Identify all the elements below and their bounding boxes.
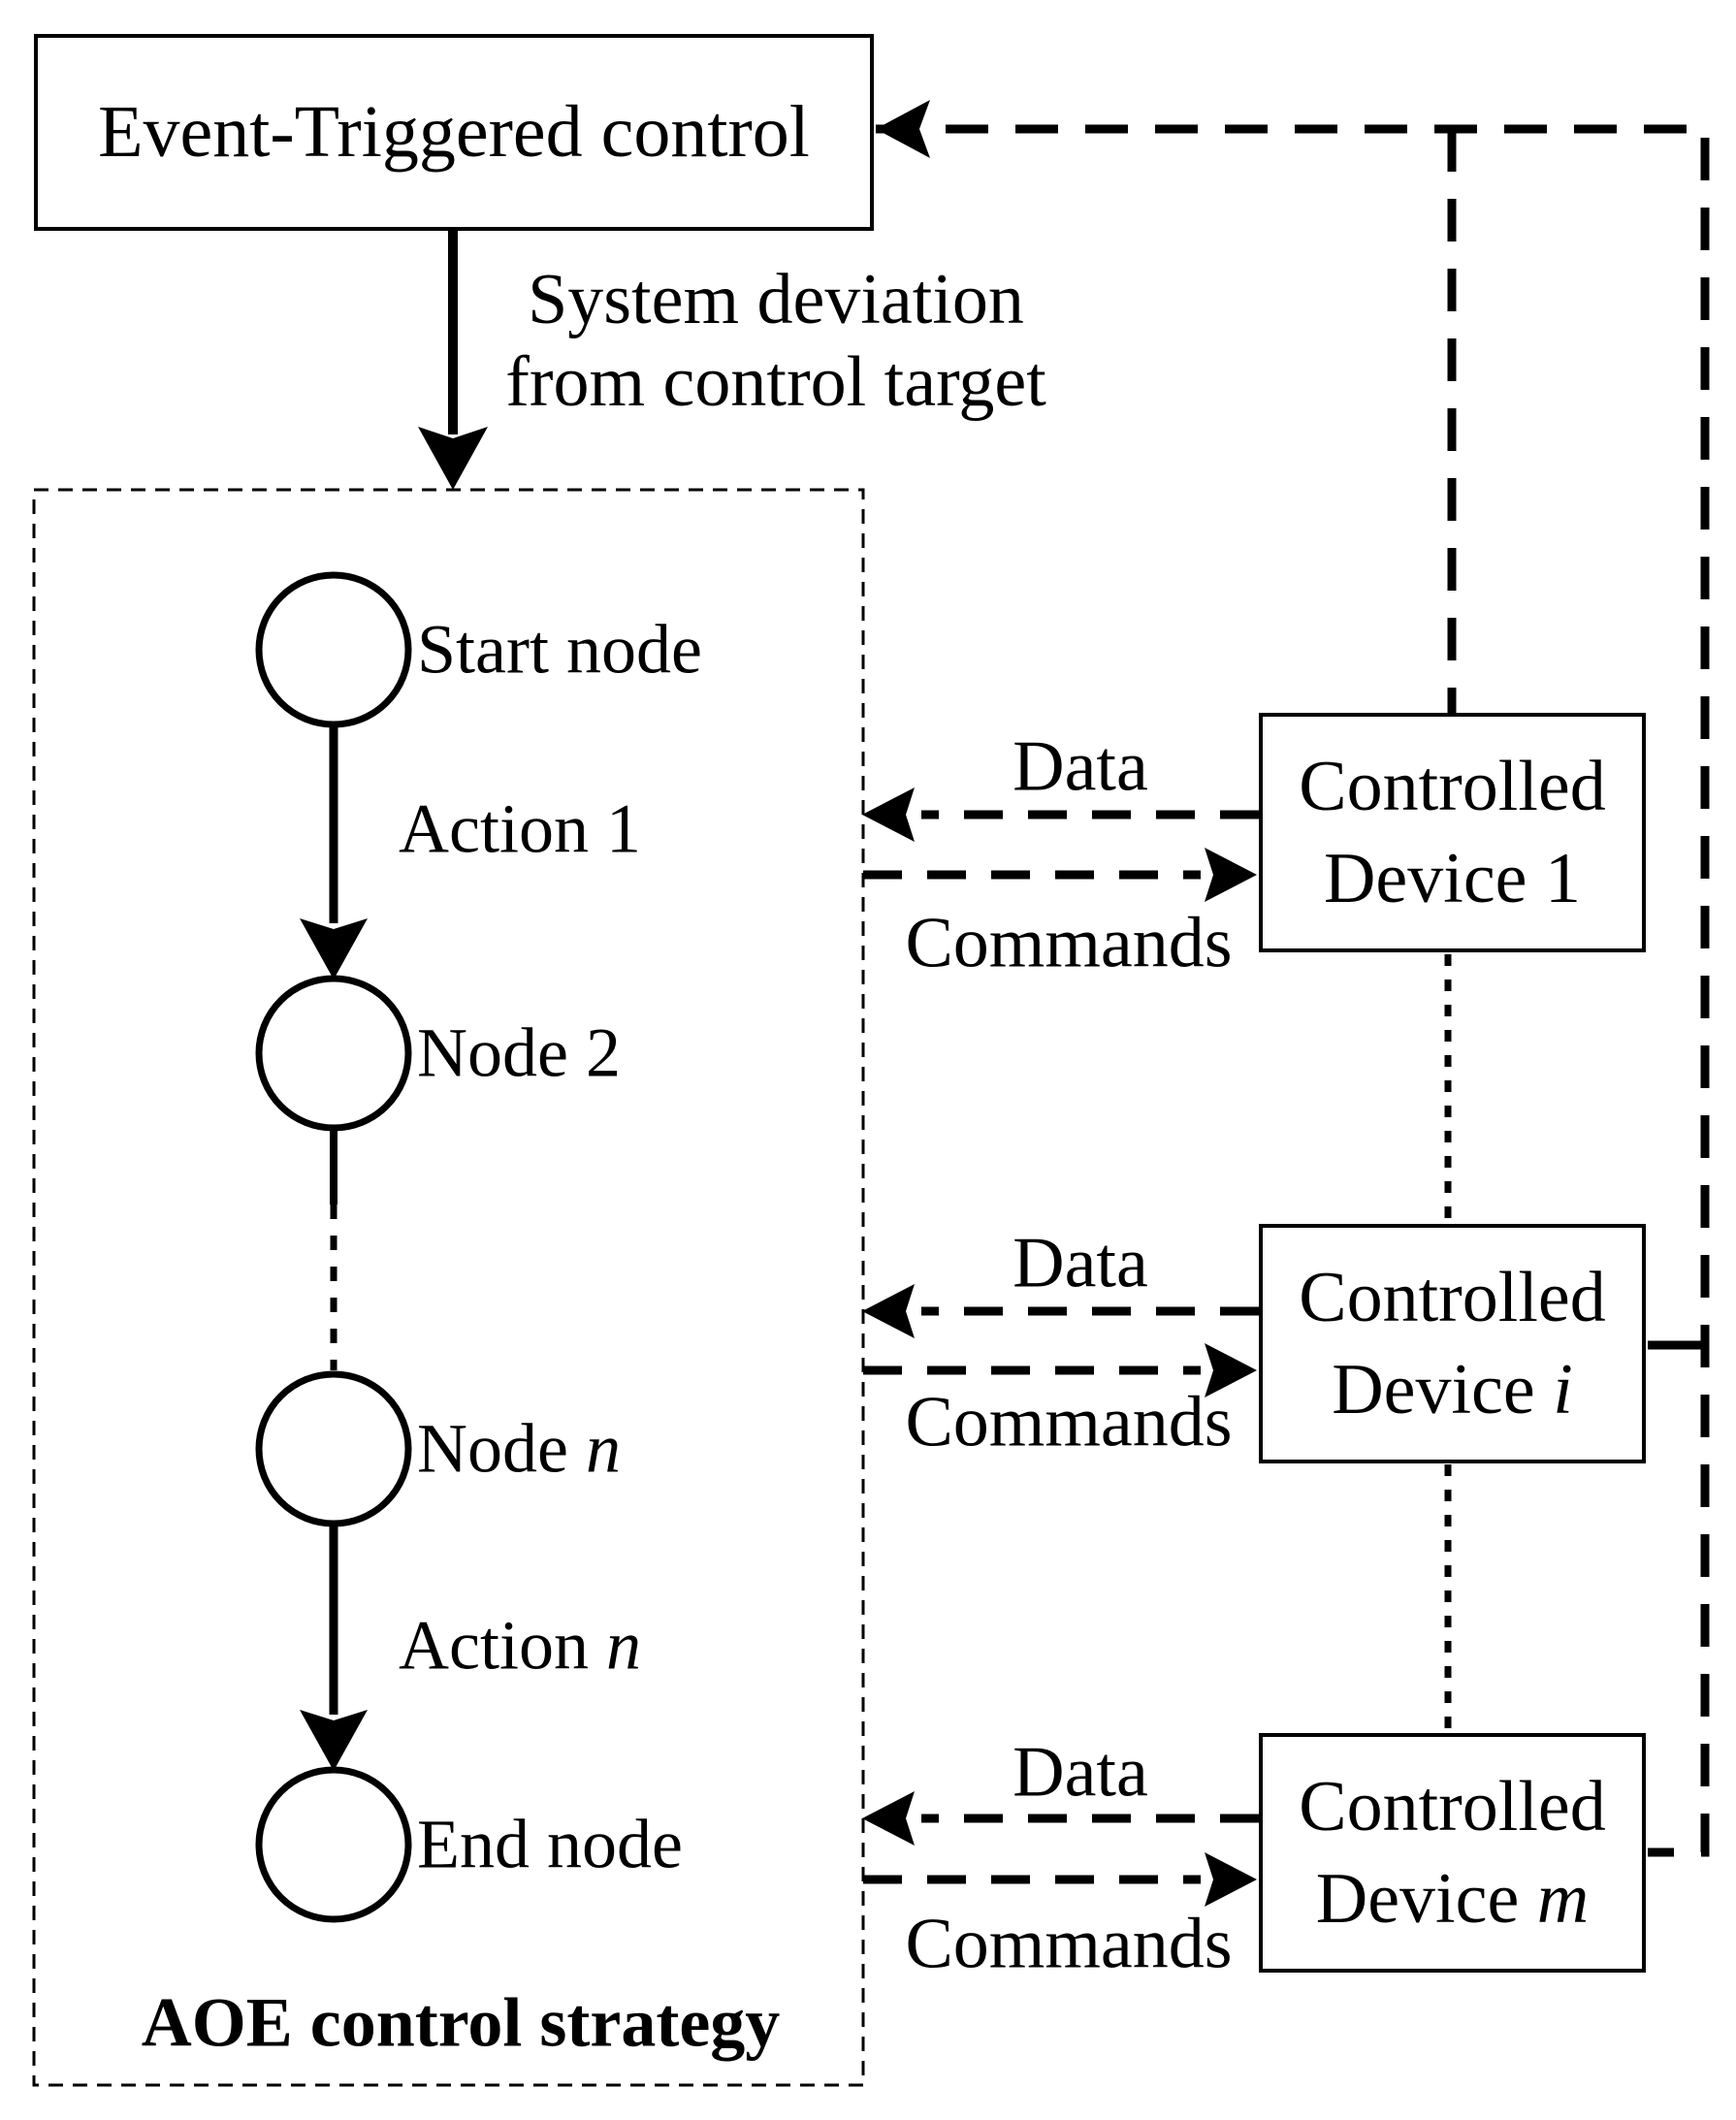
device-i-label-line-1: Controlled — [1299, 1257, 1606, 1337]
commands-label-device-i: Commands — [905, 1382, 1233, 1462]
node-2-circle — [255, 975, 412, 1132]
device-m-label-line-1: Controlled — [1299, 1766, 1606, 1847]
data-arrowhead-device-1-icon — [862, 787, 915, 842]
commands-arrowhead-device-1-icon — [1205, 848, 1257, 902]
controlled-device-1-box: Controlled Device 1 — [1259, 713, 1646, 952]
device-m-label-line-2: Device m — [1315, 1858, 1590, 1939]
action-n-arrowhead-icon — [300, 1710, 368, 1771]
controlled-device-i-box: Controlled Device i — [1259, 1224, 1646, 1463]
data-arrowhead-device-m-icon — [862, 1791, 915, 1846]
action-1-label: Action 1 — [399, 789, 641, 868]
system-deviation-line-1: System deviation — [528, 259, 1024, 339]
device-1-label-line-2: Device 1 — [1323, 838, 1582, 918]
controlled-device-m-box: Controlled Device m — [1259, 1733, 1646, 1973]
event-triggered-control-box: Event-Triggered control — [34, 34, 874, 231]
device-1-label-line-1: Controlled — [1299, 746, 1606, 826]
end-node-label: End node — [417, 1805, 683, 1883]
commands-arrowhead-device-i-icon — [1205, 1343, 1257, 1397]
event-triggered-control-label: Event-Triggered control — [98, 91, 810, 173]
node-2-label: Node 2 — [417, 1013, 621, 1092]
data-arrowhead-device-i-icon — [862, 1284, 915, 1338]
aoe-strategy-label: AOE control strategy — [141, 1983, 781, 2062]
system-deviation-line-2: from control target — [505, 342, 1046, 422]
action-1-arrowhead-icon — [300, 918, 368, 980]
start-node-label: Start node — [417, 610, 702, 689]
feedback-arrowhead-icon — [876, 100, 930, 158]
action-n-label: Action n — [399, 1606, 641, 1685]
node-n-label: Node n — [417, 1409, 621, 1488]
data-label-device-i: Data — [1013, 1223, 1148, 1303]
feedback-dashed-line — [876, 124, 1710, 1857]
end-node-circle — [255, 1766, 412, 1923]
data-label-device-1: Data — [1013, 726, 1148, 807]
node-n-circle — [255, 1370, 412, 1527]
trigger-arrowhead-icon — [418, 427, 488, 490]
commands-label-device-1: Commands — [905, 903, 1233, 983]
commands-arrowhead-device-m-icon — [1205, 1852, 1257, 1907]
aoe-dashed-box — [32, 488, 865, 2087]
system-deviation-label: System deviation from control target — [505, 259, 1046, 424]
data-label-device-m: Data — [1013, 1732, 1148, 1813]
device-i-label-line-2: Device i — [1332, 1349, 1573, 1429]
commands-label-device-m: Commands — [905, 1904, 1233, 1984]
start-node-circle — [255, 571, 412, 728]
